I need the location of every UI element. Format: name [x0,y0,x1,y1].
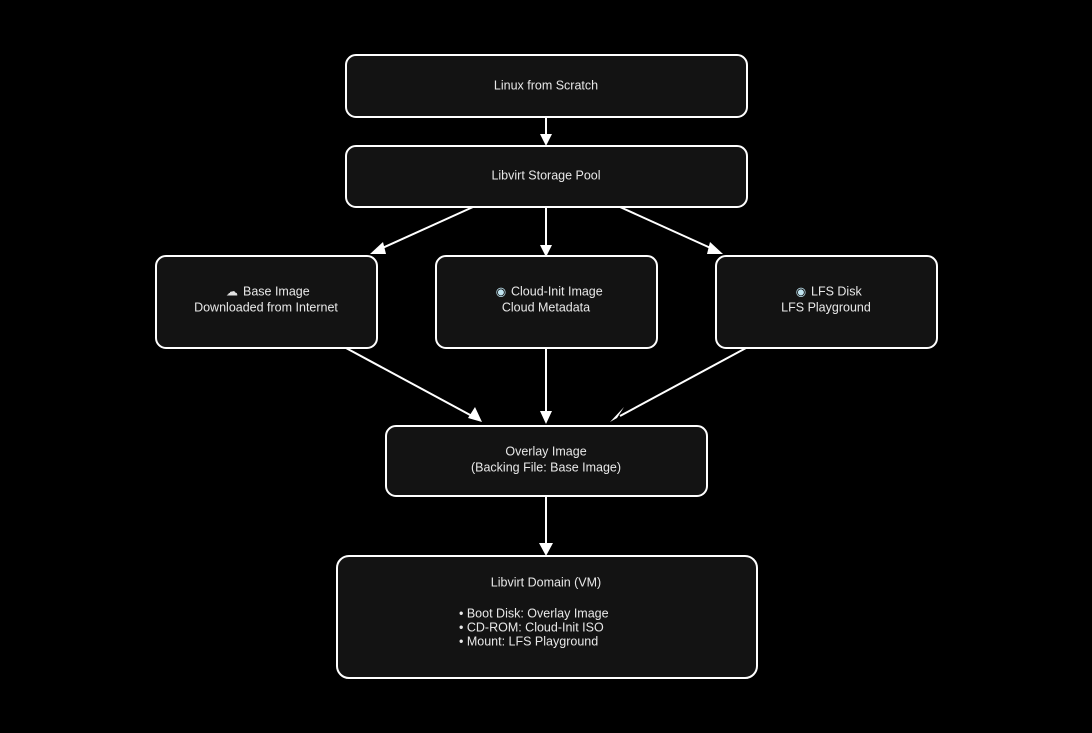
edge-scratch-to-pool [540,118,552,146]
node-base-image-line2: Downloaded from Internet [194,300,338,314]
node-base-image-line1: Base Image [243,284,310,298]
node-lfs-disk-line1: LFS Disk [811,284,862,298]
node-linux-from-scratch-label: Linux from Scratch [494,78,598,92]
optical-disc-icon: ◉ [496,285,506,299]
node-libvirt-domain-box[interactable] [336,555,758,679]
node-cloud-init-image[interactable]: ◉ Cloud-Init Image Cloud Metadata [435,255,658,349]
node-linux-from-scratch-box[interactable] [345,54,748,118]
node-lfs-disk-line2: LFS Playground [781,300,871,314]
node-overlay-image-line2: (Backing File: Base Image) [471,460,621,474]
node-libvirt-domain-item-1: • CD-ROM: Cloud-Init ISO [459,620,604,634]
node-libvirt-storage-pool-label: Libvirt Storage Pool [491,168,600,182]
node-libvirt-domain[interactable]: Libvirt Domain (VM) • Boot Disk: Overlay… [336,555,758,679]
node-cloud-init-image-line2: Cloud Metadata [502,300,590,314]
node-lfs-disk-box[interactable] [715,255,938,349]
node-overlay-image-line1: Overlay Image [505,444,586,458]
node-cloud-init-image-line1: Cloud-Init Image [511,284,603,298]
edge-pool-to-base-image [370,206,474,254]
edge-overlay-to-domain [539,496,553,556]
edge-pool-to-cloud-init [540,207,552,257]
node-libvirt-storage-pool-box[interactable] [345,145,748,208]
optical-disc-icon: ◉ [796,285,806,299]
node-base-image[interactable]: ☁ Base Image Downloaded from Internet [155,255,378,349]
node-libvirt-domain-title: Libvirt Domain (VM) [491,575,601,589]
node-libvirt-domain-item-0: • Boot Disk: Overlay Image [459,606,609,620]
edge-lfs-disk-to-overlay [610,347,747,422]
node-overlay-image-box[interactable] [385,425,708,497]
node-lfs-disk[interactable]: ◉ LFS Disk LFS Playground [715,255,938,349]
edge-pool-to-lfs-disk [619,206,723,254]
node-linux-from-scratch[interactable]: Linux from Scratch [345,54,748,118]
node-libvirt-domain-item-2: • Mount: LFS Playground [459,634,598,648]
edge-cloud-init-to-overlay [540,348,552,424]
edge-base-image-to-overlay [345,347,482,422]
node-base-image-box[interactable] [155,255,378,349]
cloud-icon: ☁ [226,285,238,299]
node-cloud-init-image-box[interactable] [435,255,658,349]
node-overlay-image[interactable]: Overlay Image (Backing File: Base Image) [385,425,708,497]
node-libvirt-storage-pool[interactable]: Libvirt Storage Pool [345,145,748,208]
